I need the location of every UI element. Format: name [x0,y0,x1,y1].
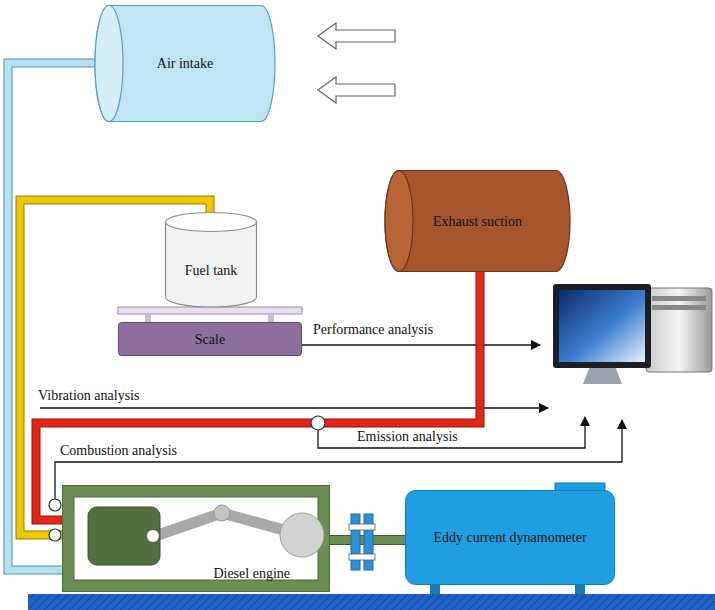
wrist-pin [147,530,159,542]
dynamometer-box: Eddy current dynamometer [405,490,615,585]
analysis-label: Performance analysis [313,322,433,338]
node-label: Diesel engine [213,565,290,582]
cylinder-end [95,6,123,122]
cylinder-end [385,171,413,272]
node-label: Exhaust suction [433,213,522,230]
rod-joint [214,505,230,521]
engine-housing [63,486,330,592]
node-label: Eddy current dynamometer [433,529,586,546]
scale-box: Scale [118,322,302,356]
node-label: Scale [195,331,225,348]
analysis-label: Combustion analysis [60,443,177,459]
air-intake-tank: Air intake [95,5,275,122]
exhaust-pipe [36,272,480,520]
piston [88,507,160,565]
box-outline [406,491,615,585]
exhaust-suction-tank: Exhaust suction [385,170,570,272]
intake-arrows [318,23,395,103]
test-bed-base [28,594,715,610]
cylinder-top [166,213,257,232]
diesel-engine-box: Diesel engine [62,485,330,592]
analysis-label: Emission analysis [357,429,458,445]
cylinder-body [385,171,570,272]
analysis-label: Vibration analysis [38,388,139,404]
node-label: Air intake [157,55,213,72]
shaft-coupling [349,514,375,570]
cylinder-body [95,6,275,122]
scale-plate [118,307,302,322]
cylinder-body [166,222,257,307]
computer-icon [553,284,712,384]
node-label: Fuel tank [185,262,238,279]
crankshaft [280,513,324,557]
box-outline [119,323,302,356]
node-shape [165,212,257,307]
fuel-tank: Fuel tank [165,212,257,307]
pipe-outline [36,272,480,520]
